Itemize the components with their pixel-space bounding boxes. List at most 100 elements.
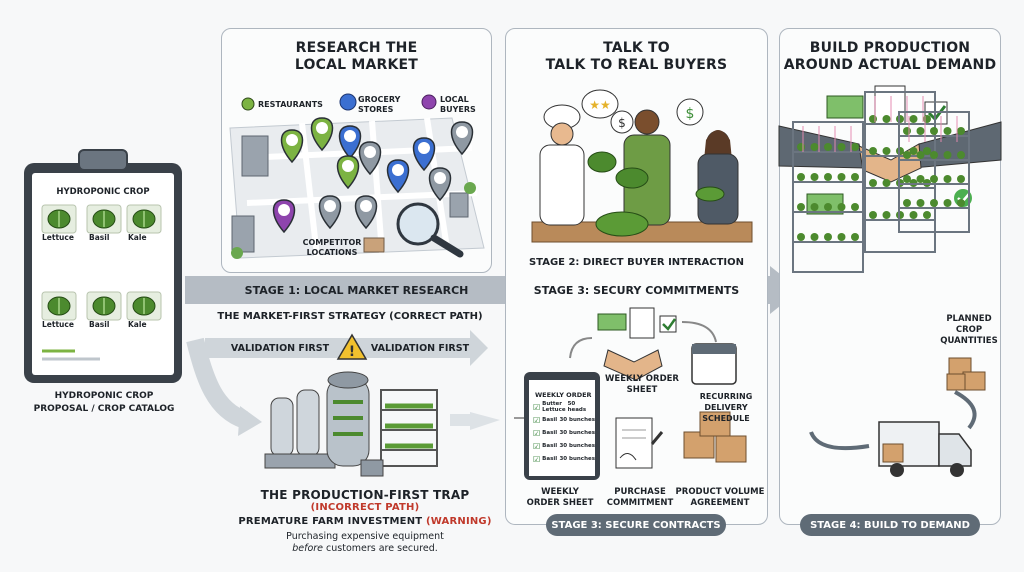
stage3-contracts-pill: STAGE 3: SECURE CONTRACTS [546, 514, 726, 536]
buyers-legend-icon [421, 94, 437, 110]
research-title-line2: LOCAL MARKET [294, 57, 419, 73]
crop-tile-icon [126, 291, 162, 321]
trap-desc-line1: Purchasing expensive equipment [286, 531, 444, 542]
planned-line3: QUANTITIES [940, 336, 998, 346]
order-qty: 30 bunches [559, 443, 595, 449]
market-map [229, 93, 485, 259]
wos-line2: SHEET [626, 385, 658, 395]
order-qty: 50 heads [567, 401, 587, 413]
grow-rack-icon [792, 121, 864, 273]
check-icon: ☑ [533, 454, 541, 464]
legend-buyers-line1: LOCAL [440, 95, 469, 104]
crop-tile-icon [126, 204, 162, 234]
map-pin-icon [336, 155, 360, 190]
crop-tile-icon [86, 291, 122, 321]
tank-icon [326, 377, 370, 467]
order-item: Basil [542, 456, 558, 462]
crop-tile-icon [86, 204, 122, 234]
delivery-truck-icon [878, 421, 972, 477]
order-item: Basil [542, 443, 558, 449]
document-icon [629, 307, 655, 339]
tank-icon [270, 397, 294, 457]
restaurant-legend-icon [241, 97, 255, 111]
legend-grocery: GROCERY STORES [358, 95, 400, 115]
recurring-label: RECURRING DELIVERY SCHEDULE [686, 391, 766, 424]
volume-label: PRODUCT VOLUME AGREEMENT [672, 487, 768, 509]
catalog-caption: HYDROPONIC CROP PROPOSAL / CROP CATALOG [14, 390, 194, 416]
trap-description: Purchasing expensive equipment before cu… [230, 531, 500, 555]
wos-line1: WEEKLY ORDER [605, 374, 679, 384]
cash-icon [826, 95, 864, 119]
crop-tile-icon [41, 204, 77, 234]
build-illustration [778, 85, 1002, 477]
volume-line1: PRODUCT VOLUME [675, 487, 765, 497]
crop-label: Basil [89, 233, 110, 242]
legend-grocery-line1: GROCERY [358, 95, 401, 104]
research-title: RESEARCH THE LOCAL MARKET [221, 40, 492, 74]
map-pin-icon [354, 195, 378, 230]
legend-buyers-line2: BUYERS [440, 105, 476, 114]
production-equipment-illustration [264, 371, 438, 477]
trap-desc-before: before [292, 543, 324, 554]
crop-label: Basil [89, 320, 110, 329]
map-pin-icon [450, 121, 474, 156]
buyers-title-line2: TALK TO REAL BUYERS [545, 57, 728, 73]
stage3-commitments-label: STAGE 3: SECURY COMMITMENTS [533, 283, 740, 297]
crop-tile-icon [41, 291, 77, 321]
stage1-label: STAGE 1: LOCAL MARKET RESEARCH [244, 283, 469, 297]
planned-quantities-label: PLANNED CROP QUANTITIES [938, 314, 1000, 347]
stage2-label: STAGE 2: DIRECT BUYER INTERACTION [528, 257, 745, 268]
check-icon: ☑ [533, 428, 541, 438]
map-pin-icon [272, 199, 296, 234]
purchase-document-icon [615, 417, 653, 469]
legend-restaurants: RESTAURANTS [258, 100, 323, 109]
check-icon: ☑ [533, 402, 541, 412]
weekly-line2: ORDER SHEET [526, 498, 594, 508]
dollar-bubble-icon: $ [610, 110, 634, 134]
order-qty: 30 bunches [559, 430, 595, 436]
svg-text:$: $ [618, 116, 626, 130]
order-qty: 30 bunches [559, 417, 595, 423]
market-first-strategy-label: THE MARKET-FIRST STRATEGY (CORRECT PATH) [217, 311, 483, 322]
legend-buyers: LOCAL BUYERS [440, 95, 476, 115]
map-pin-icon [428, 167, 452, 202]
weekly-line1: WEEKLY [541, 487, 579, 497]
buyer-meeting-illustration: ★★ $ $ [531, 89, 753, 243]
map-pin-icon [358, 141, 382, 176]
check-icon: ☑ [533, 441, 541, 451]
build-title-line1: BUILD PRODUCTION [809, 40, 971, 56]
trap-desc-rest: customers are secured. [323, 543, 438, 554]
map-pin-icon [310, 117, 334, 152]
buyers-title-line1: TALK TO [603, 40, 670, 56]
recurring-line2: DELIVERY SCHEDULE [702, 403, 750, 423]
map-pin-icon [280, 129, 304, 164]
greens-icon [587, 151, 617, 173]
trap-desc-line2: before customers are secured. [230, 543, 500, 555]
check-icon: ☑ [533, 415, 541, 425]
volume-line2: AGREEMENT [690, 498, 750, 508]
order-qty: 30 bunches [559, 456, 595, 462]
svg-text:★★: ★★ [589, 98, 611, 112]
purchase-line1: PURCHASE [614, 487, 666, 497]
crop-label: Lettuce [42, 320, 74, 329]
clipboard-clip [78, 149, 128, 171]
weekly-label: WEEKLY ORDER SHEET [520, 487, 600, 509]
trap-path-arrow [186, 337, 249, 429]
trap-warning-tag: (WARNING) [425, 516, 492, 527]
buyers-title: TALK TO TALK TO REAL BUYERS [505, 40, 768, 74]
competitor-line2: LOCATIONS [306, 248, 358, 257]
crop-label: Kale [128, 320, 147, 329]
checkbox-icon [659, 315, 677, 333]
competitor-label: COMPETITOR LOCATIONS [292, 238, 372, 258]
rating-bubble-icon: ★★ [581, 89, 619, 119]
order-item: Butter Lettuce [542, 401, 566, 413]
trap-warning-main: PREMATURE FARM INVESTMENT [238, 516, 426, 527]
map-pin-icon [412, 137, 436, 172]
planned-line2: CROP [955, 325, 983, 335]
svg-text:$: $ [686, 106, 695, 122]
